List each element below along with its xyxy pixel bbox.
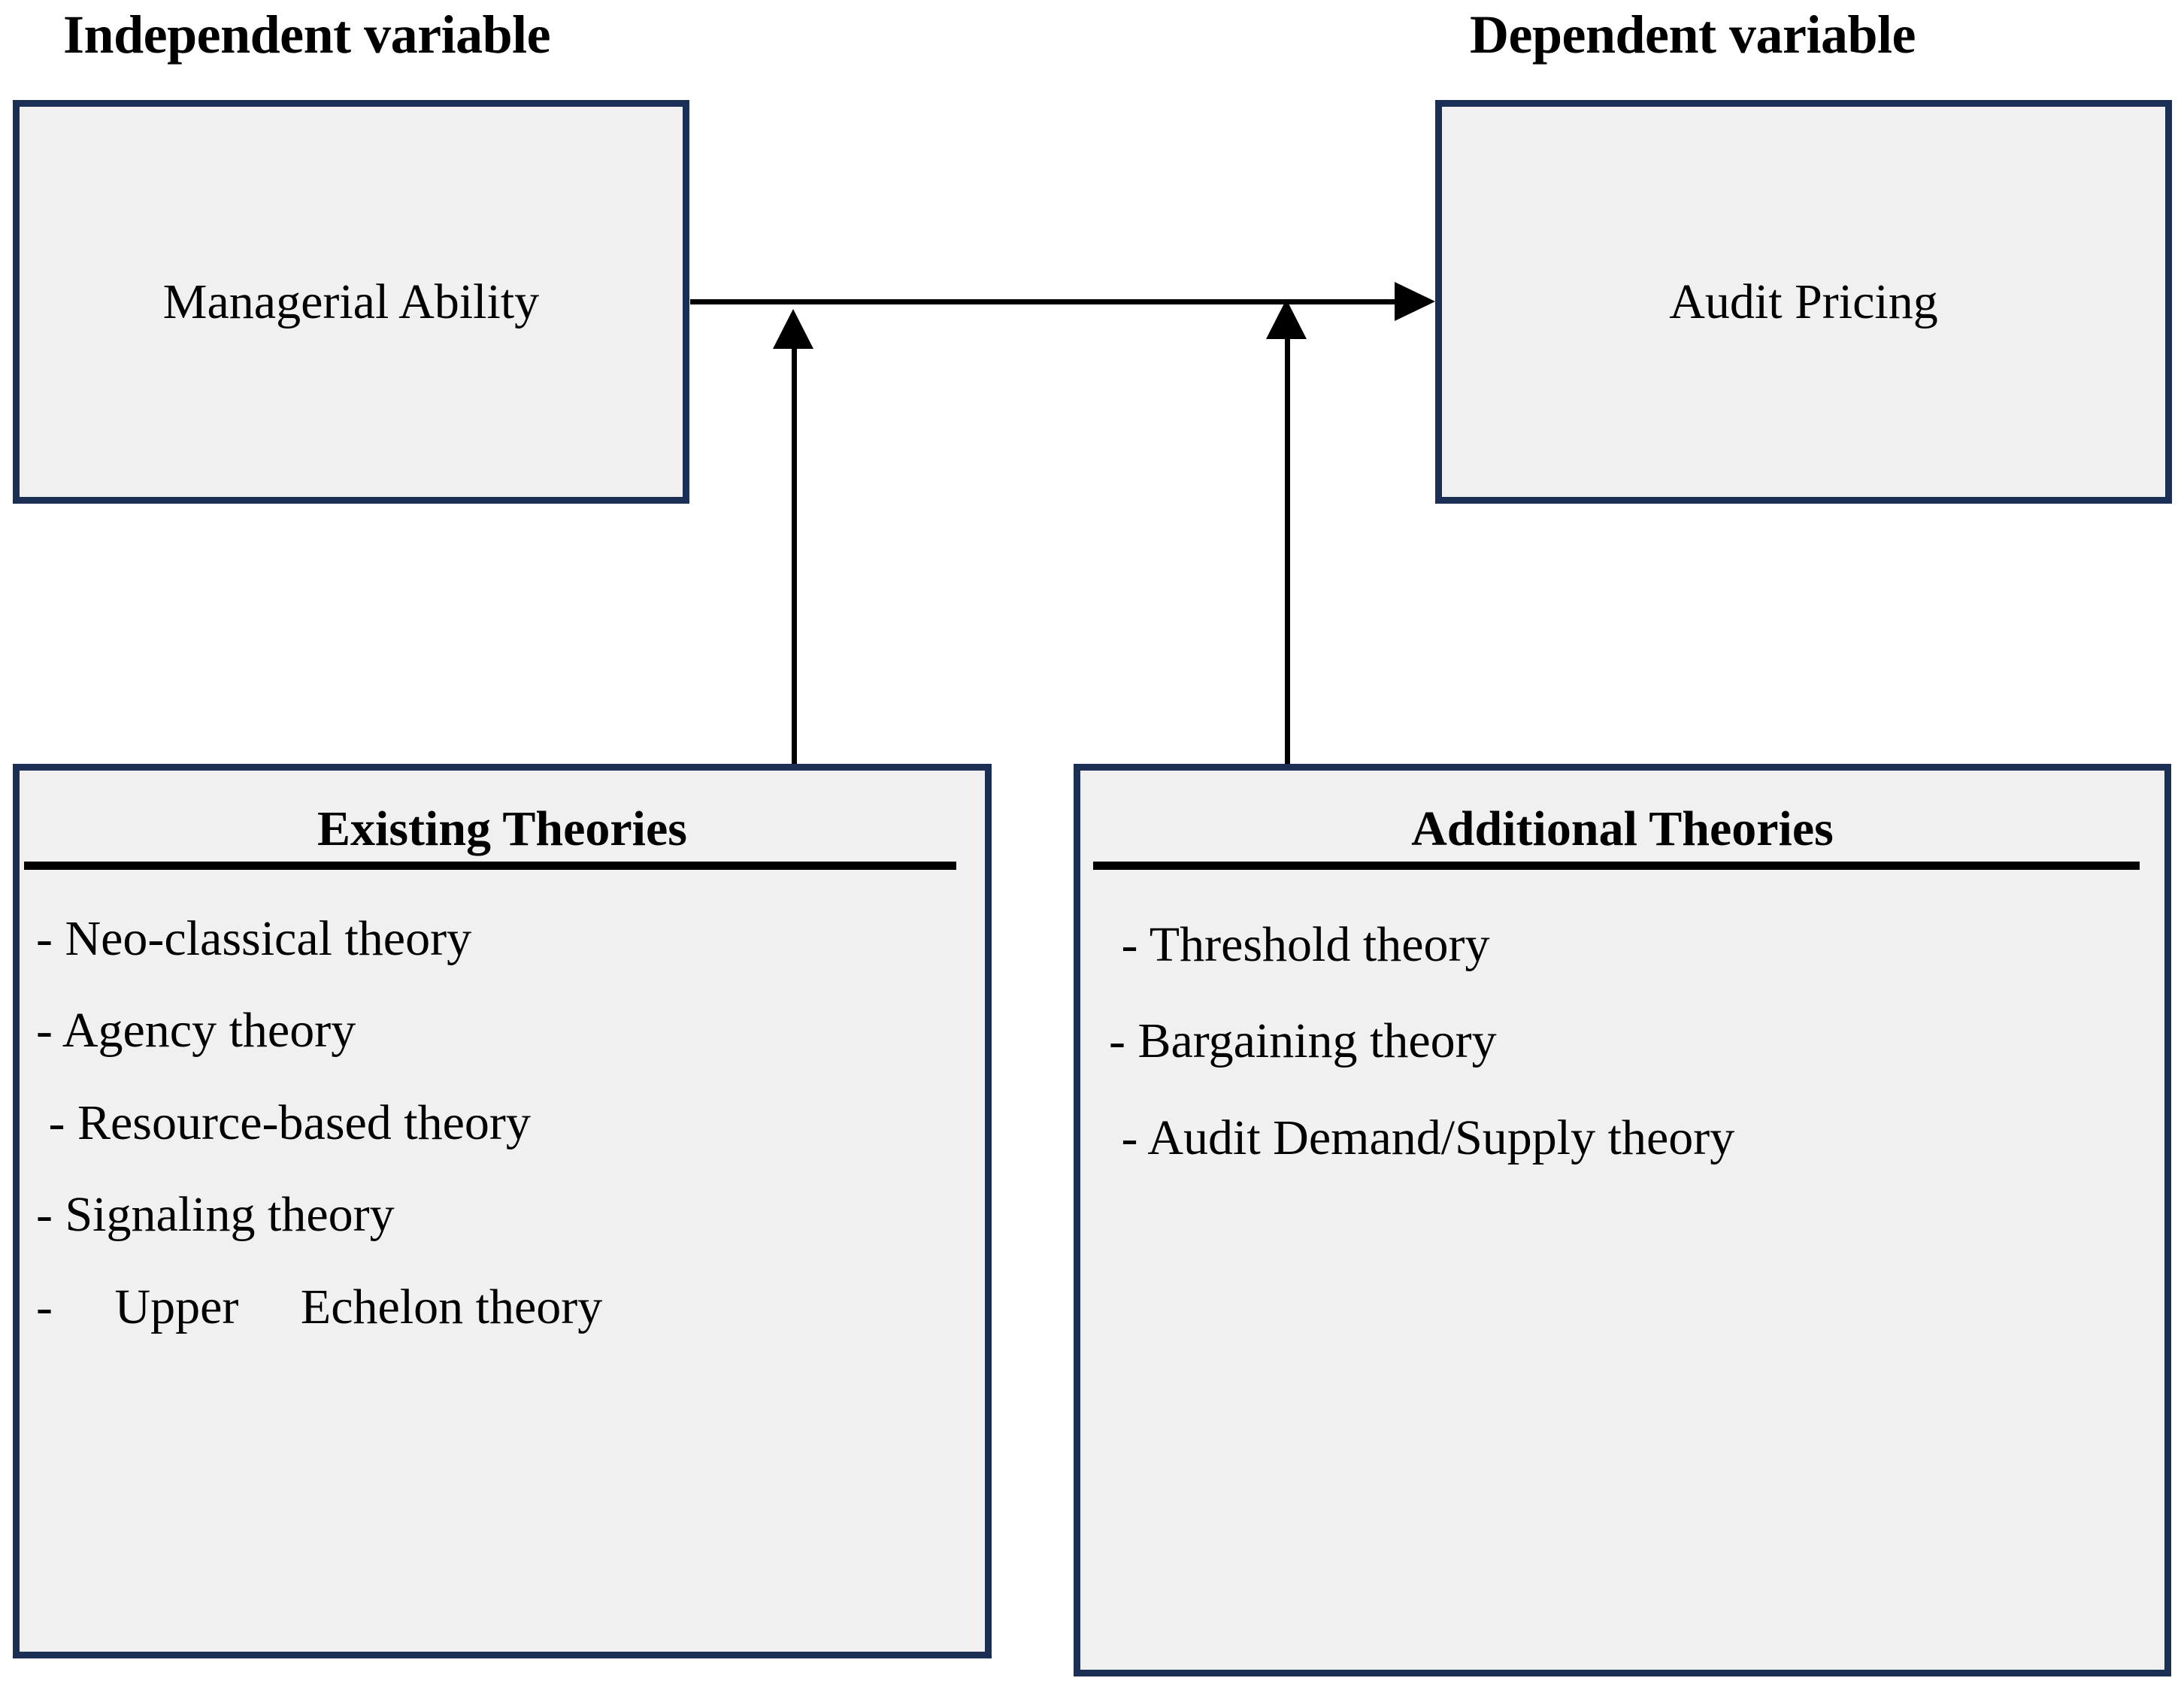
list-item: - Resource-based theory <box>36 1095 531 1150</box>
audit-pricing-label: Audit Pricing <box>1669 274 1938 329</box>
additional-theories-title: Additional Theories <box>1411 801 1834 856</box>
additional-theories-divider <box>1093 861 2140 870</box>
additional-theories-content: Additional Theories - Threshold theory -… <box>1080 771 2164 1670</box>
existing-theories-box: Existing Theories - Neo-classical theory… <box>13 764 992 1658</box>
existing-theories-list: - Neo-classical theory - Agency theory -… <box>20 909 985 1338</box>
list-item: - Bargaining theory <box>1109 1013 1497 1069</box>
existing-theories-title: Existing Theories <box>317 801 687 856</box>
additional-theories-box: Additional Theories - Threshold theory -… <box>1074 764 2171 1676</box>
existing-theories-arrowhead-icon <box>773 309 813 349</box>
additional-theories-arrowhead-icon <box>1266 299 1307 339</box>
additional-theories-list: - Threshold theory - Bargaining theory -… <box>1080 915 2164 1169</box>
independent-variable-caption: Independent variable <box>63 5 551 65</box>
managerial-ability-to-audit-pricing-line <box>690 299 1397 304</box>
list-item: - Threshold theory <box>1109 916 1490 972</box>
list-item: - Signaling theory <box>36 1187 395 1243</box>
list-item: - Audit Demand/Supply theory <box>1109 1110 1735 1165</box>
dependent-variable-caption: Dependent variable <box>1470 5 1916 65</box>
additional-theories-arrow-stem <box>1285 337 1290 765</box>
audit-pricing-box: Audit Pricing <box>1435 100 2172 504</box>
existing-theories-divider <box>24 861 956 870</box>
managerial-ability-box: Managerial Ability <box>13 100 689 504</box>
list-item: - Agency theory <box>36 1003 356 1059</box>
managerial-ability-to-audit-pricing-arrowhead-icon <box>1395 282 1435 321</box>
existing-theories-content: Existing Theories - Neo-classical theory… <box>20 771 985 1652</box>
list-item: - Neo-classical theory <box>36 910 472 966</box>
list-item: - Upper Echelon theory <box>36 1279 603 1334</box>
existing-theories-arrow-stem <box>792 347 797 765</box>
managerial-ability-label: Managerial Ability <box>162 274 540 329</box>
